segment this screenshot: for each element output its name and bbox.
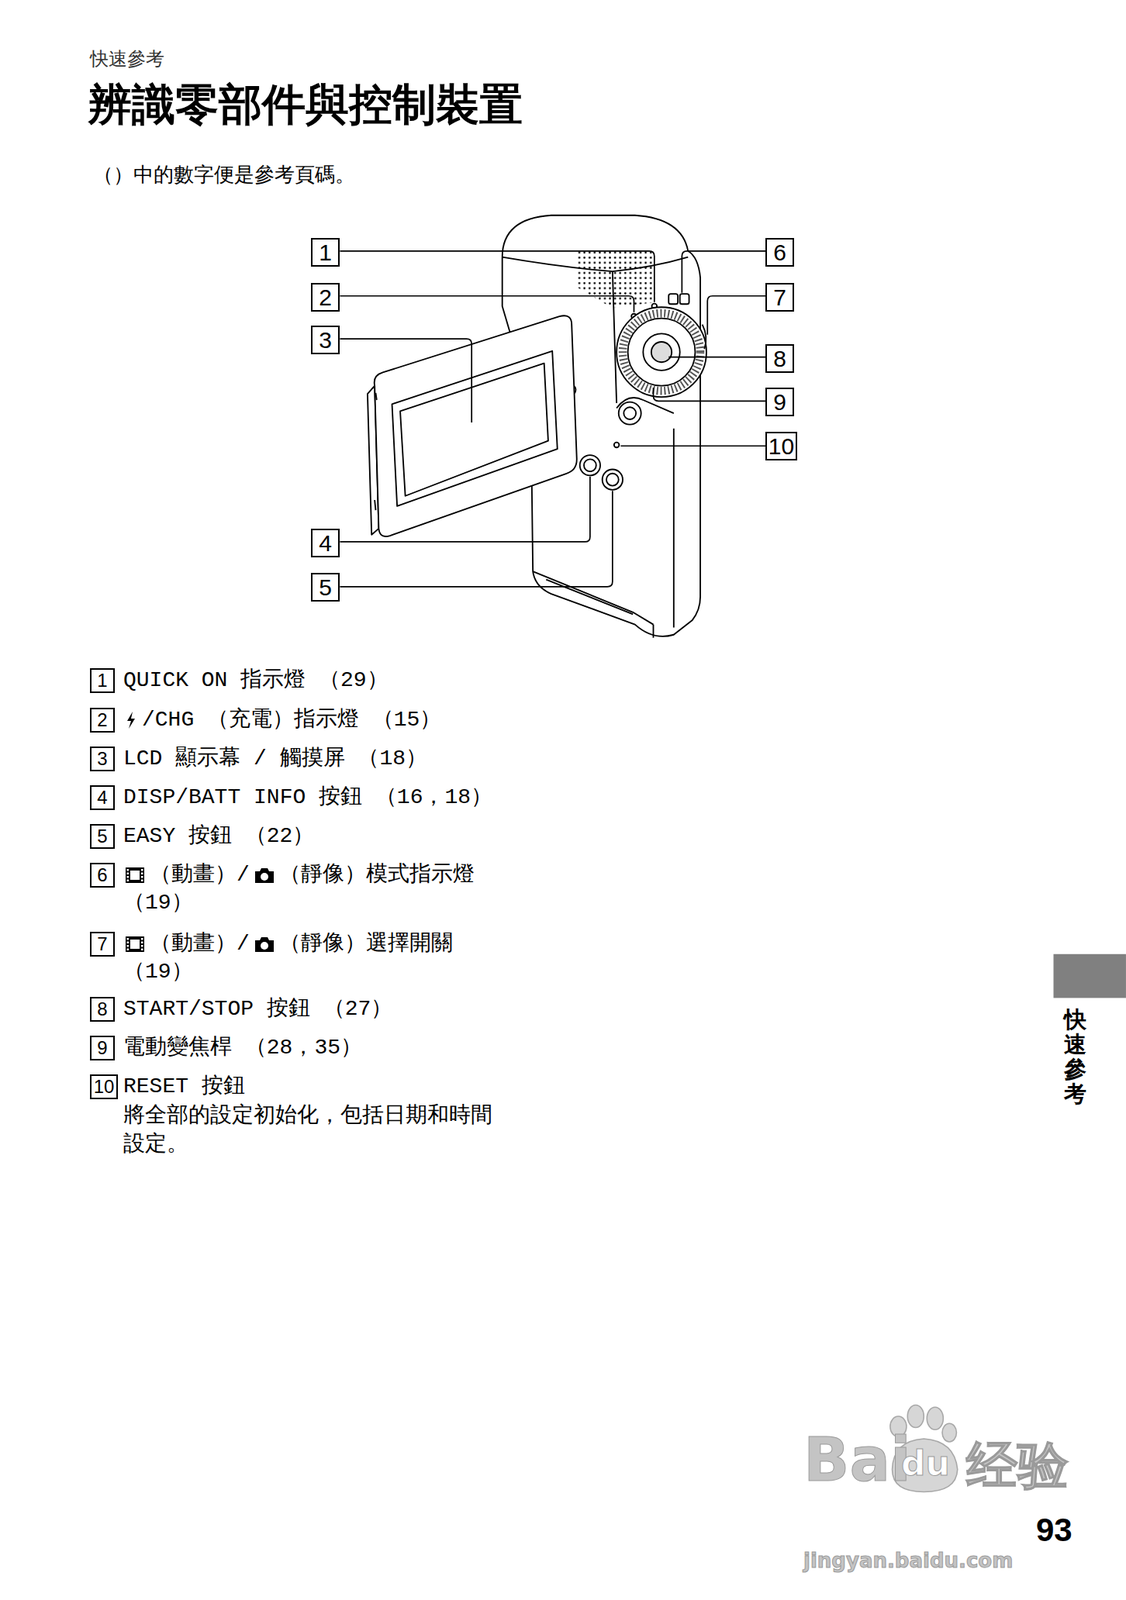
- callout-number-text: 4: [318, 531, 332, 556]
- item-text: /CHG （充電）指示燈 （15）: [141, 706, 442, 735]
- list-item: （動畫）/ （靜像）模式指示燈: [123, 861, 475, 890]
- callout-number: 4: [310, 528, 340, 558]
- list-item: （19）: [123, 889, 194, 918]
- callout-number-text: 5: [96, 827, 108, 847]
- item-text: （靜像）選擇開關: [279, 930, 453, 959]
- callout-number-text: 8: [773, 347, 787, 371]
- item-text: 將全部的設定初始化，包括日期和時間設定。: [123, 1101, 494, 1160]
- callout-number-text: 1: [318, 241, 332, 265]
- callout-number: 5: [89, 824, 115, 850]
- callout-number: 8: [89, 997, 115, 1023]
- list-item: LCD 顯示幕 / 觸摸屏 （18）: [123, 745, 428, 774]
- list-item: EASY 按鈕 （22）: [123, 822, 315, 851]
- page-number: 93: [1036, 1512, 1073, 1550]
- watermark-text: Bai: [803, 1425, 912, 1496]
- list-item: （動畫）/ （靜像）選擇開關: [123, 930, 453, 959]
- callout-number-text: 1: [96, 671, 108, 691]
- item-text: RESET 按鈕: [123, 1073, 246, 1102]
- callout-number-text: 9: [96, 1039, 108, 1058]
- callout-number: 1: [310, 238, 340, 267]
- still-icon: [252, 934, 277, 955]
- leader-lines: [339, 251, 766, 588]
- callout-number: 1: [89, 668, 115, 694]
- callout-number-text: 9: [773, 390, 787, 415]
- list-item: 將全部的設定初始化，包括日期和時間設定。: [123, 1101, 494, 1160]
- item-text: QUICK ON 指示燈 （29）: [123, 666, 389, 695]
- callout-number-text: 10: [93, 1077, 115, 1097]
- callout-number: 10: [89, 1074, 118, 1100]
- callout-number-text: 7: [96, 935, 108, 954]
- charge-icon: [123, 710, 139, 731]
- list-item: DISP/BATT INFO 按鈕 （16，18）: [123, 784, 493, 812]
- item-text: DISP/BATT INFO 按鈕 （16，18）: [123, 784, 493, 812]
- item-text: EASY 按鈕 （22）: [123, 822, 315, 851]
- callout-number: 2: [310, 283, 340, 312]
- item-text: （19）: [123, 958, 194, 987]
- callout-number-text: 5: [318, 576, 332, 600]
- page-title: 辨識零部件與控制裝置: [88, 75, 523, 135]
- callout-number: 3: [89, 746, 115, 772]
- side-tab-text: 快速參考: [1063, 1008, 1087, 1108]
- note: （）中的數字便是參考頁碼。: [93, 161, 356, 189]
- section-header: 快速參考: [89, 46, 165, 72]
- callout-number-text: 6: [773, 241, 787, 265]
- item-text: （動畫）/: [149, 930, 250, 959]
- watermark-text: 经验: [966, 1431, 1069, 1502]
- item-text: START/STOP 按鈕 （27）: [123, 995, 393, 1024]
- item-text: （19）: [123, 889, 194, 918]
- side-tab: [1053, 954, 1126, 999]
- still-icon: [252, 865, 277, 886]
- item-text: （動畫）/: [149, 861, 250, 890]
- callout-number-text: 3: [96, 749, 108, 769]
- callout-number: 9: [765, 387, 795, 417]
- item-text: LCD 顯示幕 / 觸摸屏 （18）: [123, 745, 428, 774]
- movie-icon: [123, 934, 147, 955]
- list-item: RESET 按鈕: [123, 1073, 246, 1102]
- callout-number-text: 8: [96, 1000, 108, 1019]
- watermark-url: jingyan.baidu.com: [803, 1549, 1013, 1573]
- callout-number: 3: [310, 325, 340, 355]
- callout-number: 6: [89, 863, 115, 888]
- callout-number-text: 7: [773, 286, 787, 310]
- callout-number: 10: [765, 431, 798, 461]
- callout-number: 7: [765, 283, 795, 312]
- list-item: START/STOP 按鈕 （27）: [123, 995, 393, 1024]
- list-item: /CHG （充電）指示燈 （15）: [123, 706, 442, 735]
- callout-number: 9: [89, 1036, 115, 1061]
- callout-number-text: 10: [768, 435, 795, 459]
- callout-number-text: 4: [96, 788, 108, 808]
- movie-icon: [123, 865, 147, 886]
- callout-number-text: 2: [318, 286, 332, 310]
- callout-number-text: 3: [318, 328, 332, 353]
- list-item: 電動變焦桿 （28，35）: [123, 1034, 363, 1063]
- list-item: （19）: [123, 958, 194, 987]
- callout-number: 6: [765, 238, 795, 267]
- item-text: 電動變焦桿 （28，35）: [123, 1034, 363, 1063]
- callout-number-text: 2: [96, 711, 108, 730]
- watermark-text: du: [901, 1443, 950, 1484]
- callout-number-text: 6: [96, 866, 108, 885]
- callout-number: 5: [310, 573, 340, 602]
- callout-number: 2: [89, 708, 115, 733]
- callout-number: 4: [89, 785, 115, 811]
- callout-number: 8: [765, 344, 795, 374]
- list-item: QUICK ON 指示燈 （29）: [123, 666, 389, 695]
- item-text: （靜像）模式指示燈: [279, 861, 475, 890]
- callout-number: 7: [89, 932, 115, 957]
